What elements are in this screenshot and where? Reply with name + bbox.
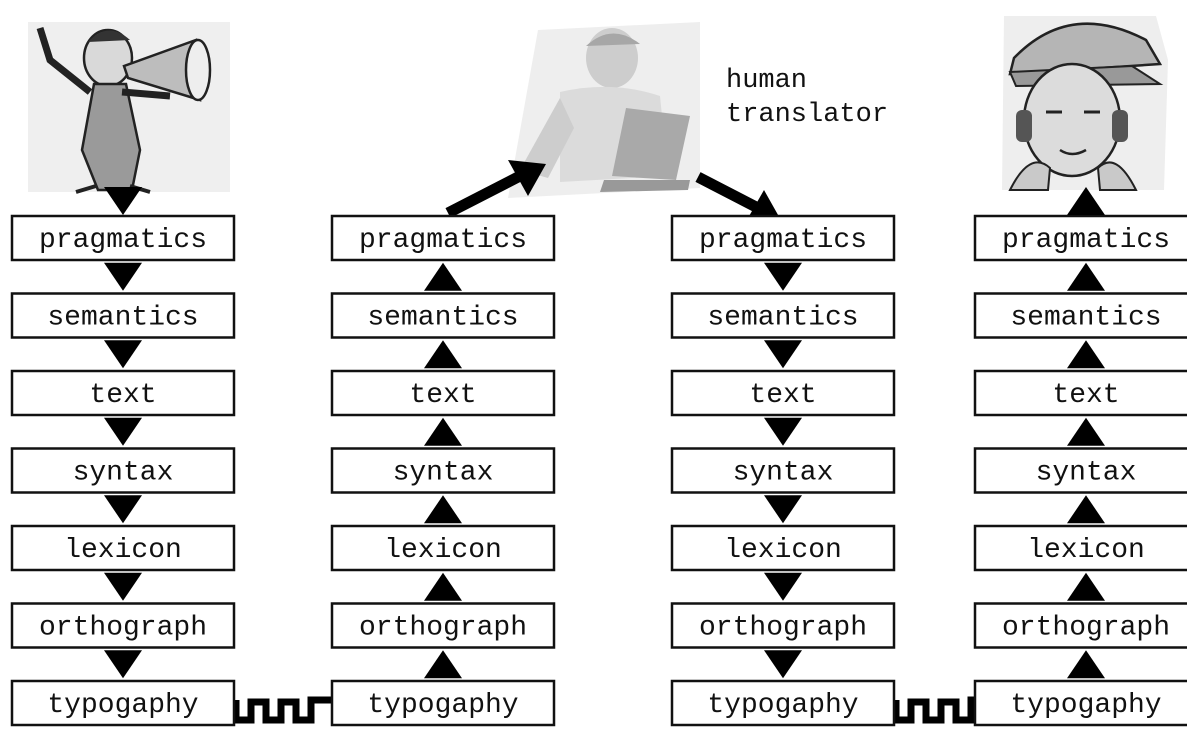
layer-box-orthograph: orthograph xyxy=(670,602,896,649)
down-arrow-icon xyxy=(764,340,802,369)
layer-box-typogaphy: typogaphy xyxy=(670,679,896,727)
up-arrow-icon xyxy=(1067,262,1105,291)
up-arrow-icon xyxy=(1067,187,1105,215)
transmission-wave-right xyxy=(892,696,976,724)
layer-box-syntax: syntax xyxy=(670,447,896,494)
layer-box-pragmatics: pragmatics xyxy=(10,214,236,262)
down-arrow-icon xyxy=(104,340,142,369)
layer-label: text xyxy=(89,380,156,411)
down-arrow-icon xyxy=(104,417,142,446)
translator-input-stack: pragmatics semantics text syntax lexicon orth… xyxy=(330,214,556,727)
sender-stack: pragmatics semantics text syntax lexicon orth… xyxy=(10,187,236,727)
layer-label: orthograph xyxy=(359,613,527,644)
up-arrow-icon xyxy=(1067,495,1105,524)
layer-box-text: text xyxy=(10,369,236,417)
layer-label: lexicon xyxy=(64,535,182,566)
layer-box-text: text xyxy=(330,369,556,417)
layer-box-pragmatics: pragmatics xyxy=(670,214,896,262)
up-arrow-icon xyxy=(1067,340,1105,369)
layer-box-typogaphy: typogaphy xyxy=(973,679,1187,727)
up-arrow-icon xyxy=(424,262,462,291)
layer-label: pragmatics xyxy=(699,225,867,256)
layer-label: pragmatics xyxy=(1002,225,1170,256)
layer-label: syntax xyxy=(733,458,834,489)
layer-label: lexicon xyxy=(384,535,502,566)
up-arrow-icon xyxy=(1067,650,1105,679)
to-translator-arrow xyxy=(445,160,546,218)
layer-label: typogaphy xyxy=(47,690,198,721)
layer-box-lexicon: lexicon xyxy=(973,524,1187,572)
layer-box-semantics: semantics xyxy=(973,292,1187,339)
down-arrow-icon xyxy=(104,495,142,524)
translator-caption-line-1: human xyxy=(726,66,807,96)
down-arrow-icon xyxy=(764,572,802,601)
layer-label: text xyxy=(749,380,816,411)
person-with-headphones-icon xyxy=(1002,16,1168,191)
layer-label: typogaphy xyxy=(1010,690,1161,721)
layer-label: typogaphy xyxy=(707,690,858,721)
layer-label: lexicon xyxy=(1027,535,1145,566)
up-arrow-icon xyxy=(424,417,462,446)
down-arrow-icon xyxy=(104,262,142,291)
layer-box-pragmatics: pragmatics xyxy=(330,214,556,262)
man-with-megaphone-icon xyxy=(28,22,230,194)
layer-label: typogaphy xyxy=(367,690,518,721)
down-arrow-icon xyxy=(764,417,802,446)
layer-label: semantics xyxy=(707,303,858,334)
down-arrow-icon xyxy=(764,495,802,524)
layer-label: orthograph xyxy=(39,613,207,644)
layer-box-syntax: syntax xyxy=(330,447,556,494)
layer-box-orthograph: orthograph xyxy=(973,602,1187,649)
layer-label: orthograph xyxy=(1002,613,1170,644)
down-arrow-icon xyxy=(764,262,802,291)
layer-box-syntax: syntax xyxy=(10,447,236,494)
layer-box-lexicon: lexicon xyxy=(670,524,896,572)
up-arrow-icon xyxy=(424,340,462,369)
layer-box-orthograph: orthograph xyxy=(10,602,236,649)
receiver-stack: pragmatics semantics text syntax lexicon orth… xyxy=(973,187,1187,727)
layer-box-pragmatics: pragmatics xyxy=(973,214,1187,262)
layer-label: lexicon xyxy=(724,535,842,566)
layer-label: semantics xyxy=(1010,303,1161,334)
layer-label: orthograph xyxy=(699,613,867,644)
up-arrow-icon xyxy=(1067,417,1105,446)
layer-label: semantics xyxy=(47,303,198,334)
up-arrow-icon xyxy=(424,572,462,601)
layer-label: text xyxy=(409,380,476,411)
layer-box-syntax: syntax xyxy=(973,447,1187,494)
down-arrow-icon xyxy=(104,650,142,679)
translator-output-stack: pragmatics semantics text syntax lexicon orth… xyxy=(670,214,896,727)
layer-label: semantics xyxy=(367,303,518,334)
layer-label: pragmatics xyxy=(359,225,527,256)
layer-label: text xyxy=(1052,380,1119,411)
down-arrow-icon xyxy=(764,650,802,679)
layer-label: syntax xyxy=(393,458,494,489)
layer-box-orthograph: orthograph xyxy=(330,602,556,649)
up-arrow-icon xyxy=(1067,572,1105,601)
layer-box-typogaphy: typogaphy xyxy=(330,679,556,727)
layer-box-text: text xyxy=(973,369,1187,417)
layer-label: syntax xyxy=(1036,458,1137,489)
person-at-laptop-icon xyxy=(508,22,700,198)
layer-box-typogaphy: typogaphy xyxy=(10,679,236,727)
layer-label: syntax xyxy=(73,458,174,489)
layer-box-semantics: semantics xyxy=(670,292,896,339)
layer-stacks: pragmatics semantics text syntax lexicon orth… xyxy=(10,187,1187,727)
layer-box-lexicon: lexicon xyxy=(330,524,556,572)
layer-box-semantics: semantics xyxy=(10,292,236,339)
layer-label: pragmatics xyxy=(39,225,207,256)
layer-box-lexicon: lexicon xyxy=(10,524,236,572)
layer-box-text: text xyxy=(670,369,896,417)
transmission-wave-left xyxy=(232,696,331,724)
layer-box-semantics: semantics xyxy=(330,292,556,339)
up-arrow-icon xyxy=(424,650,462,679)
down-arrow-icon xyxy=(104,187,142,215)
up-arrow-icon xyxy=(424,495,462,524)
down-arrow-icon xyxy=(104,572,142,601)
translator-caption-line-2: translator xyxy=(726,100,888,130)
